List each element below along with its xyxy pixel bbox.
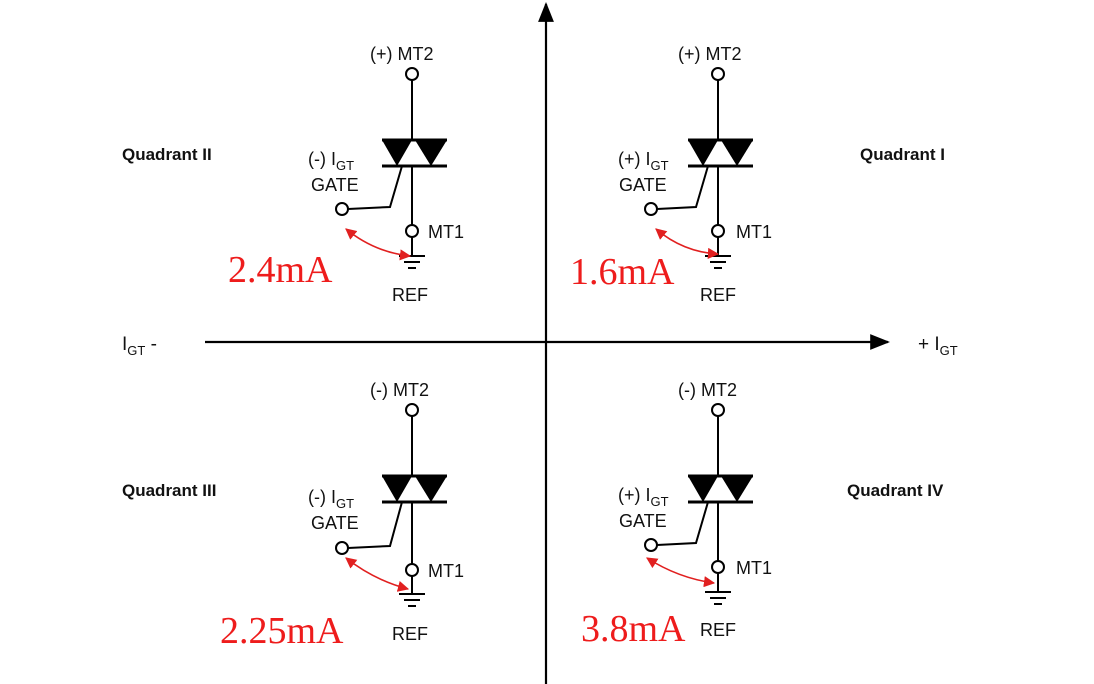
current-arc bbox=[345, 228, 412, 261]
mt2-label: (+) MT2 bbox=[370, 44, 434, 64]
gate-polarity-label: (+) IGT bbox=[618, 485, 669, 509]
quadrant-label-iv: Quadrant IV bbox=[847, 481, 944, 500]
mt1-terminal bbox=[405, 563, 419, 577]
gate-label: GATE bbox=[311, 513, 359, 533]
ref-label: REF bbox=[392, 285, 428, 305]
quadrant-label-iii: Quadrant III bbox=[122, 481, 216, 500]
mt2-terminal bbox=[711, 67, 725, 81]
gate-label: GATE bbox=[619, 175, 667, 195]
triac-triangle-down bbox=[688, 476, 718, 502]
current-arc bbox=[345, 557, 410, 592]
triac-triangle-down bbox=[382, 140, 412, 166]
gate-wire bbox=[347, 501, 403, 549]
current-value: 3.8mA bbox=[581, 608, 686, 650]
mt1-label: MT1 bbox=[428, 222, 464, 242]
mt2-label: (-) MT2 bbox=[370, 380, 429, 400]
gate-wire bbox=[656, 501, 709, 546]
quadrant-i: (+) MT2 (+) IGT GATE MT1 REF 1.6mA bbox=[570, 44, 772, 305]
gate-label: GATE bbox=[619, 511, 667, 531]
mt2-label: (-) MT2 bbox=[678, 380, 737, 400]
gate-terminal bbox=[644, 202, 658, 216]
axis-label-left: IGT - bbox=[122, 334, 157, 358]
triac-triangle-up bbox=[721, 140, 753, 166]
quadrant-iv: (-) MT2 (+) IGT GATE MT1 REF 3.8mA bbox=[581, 380, 772, 650]
mt1-label: MT1 bbox=[428, 561, 464, 581]
gate-polarity-label: (-) IGT bbox=[308, 487, 354, 511]
mt2-terminal bbox=[405, 403, 419, 417]
ref-label: REF bbox=[700, 285, 736, 305]
mt2-terminal bbox=[711, 403, 725, 417]
current-arc bbox=[655, 228, 720, 260]
mt2-terminal bbox=[405, 67, 419, 81]
gate-wire bbox=[656, 165, 709, 210]
mt1-label: MT1 bbox=[736, 558, 772, 578]
ref-label: REF bbox=[700, 620, 736, 640]
gate-polarity-label: (+) IGT bbox=[618, 149, 669, 173]
triac-triangle-down bbox=[688, 140, 718, 166]
mt1-terminal bbox=[405, 224, 419, 238]
gate-terminal bbox=[335, 541, 349, 555]
mt2-label: (+) MT2 bbox=[678, 44, 742, 64]
gate-terminal bbox=[644, 538, 658, 552]
quadrant-label-ii: Quadrant II bbox=[122, 145, 212, 164]
mt1-label: MT1 bbox=[736, 222, 772, 242]
mt1-terminal bbox=[711, 560, 725, 574]
gate-label: GATE bbox=[311, 175, 359, 195]
current-arc bbox=[646, 557, 716, 588]
gate-polarity-label: (-) IGT bbox=[308, 149, 354, 173]
current-value: 1.6mA bbox=[570, 251, 675, 293]
current-value: 2.4mA bbox=[228, 249, 333, 291]
triac-triangle-down bbox=[382, 476, 412, 502]
triac-triangle-up bbox=[415, 476, 447, 502]
triac-triangle-up bbox=[721, 476, 753, 502]
axis-label-right: + IGT bbox=[918, 334, 958, 358]
quadrant-ii: (+) MT2 (-) IGT GATE MT1 REF 2.4mA bbox=[228, 44, 464, 305]
quadrant-label-i: Quadrant I bbox=[860, 145, 945, 164]
current-value: 2.25mA bbox=[220, 610, 344, 652]
gate-terminal bbox=[335, 202, 349, 216]
mt1-terminal bbox=[711, 224, 725, 238]
triac-triangle-up bbox=[415, 140, 447, 166]
ref-label: REF bbox=[392, 624, 428, 644]
quadrant-iii: (-) MT2 (-) IGT GATE MT1 REF 2.25mA bbox=[220, 380, 464, 652]
gate-wire bbox=[347, 165, 403, 210]
